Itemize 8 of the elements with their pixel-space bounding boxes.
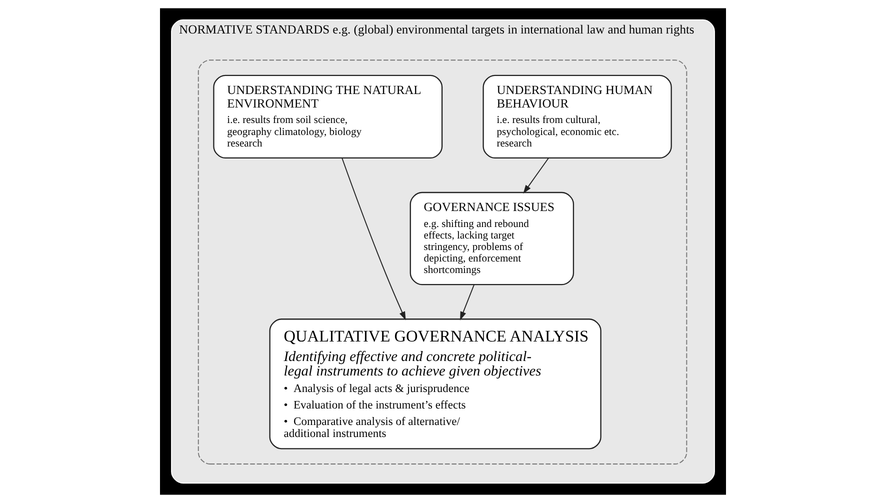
node-box: UNDERSTANDING THE NATURAL ENVIRONMENT i.e. results from soil science, geography climatology, biology research [212,74,442,159]
node-box: GOVERNANCE ISSUES e.g. shifting and rebound effects, lacking target stringency, problems of depicting, enforcement shortcomings [409,192,574,286]
node-box: QUALITATIVE GOVERNANCE ANALYSIS Identifying effective and concrete political-legal instruments to achieve given objectives • Analysis of legal acts & jurisprudence • Evaluation of the instrument’s effects • Comparative analysis of alternative/ additional instruments [268,318,601,450]
arrow [460,284,474,320]
node-box: UNDERSTANDING HUMAN BEHAVIOUR i.e. results from cultural, psychological, economic etc. research [482,74,672,159]
cluster [197,60,687,464]
arrow [522,158,548,194]
arrow [341,158,406,320]
